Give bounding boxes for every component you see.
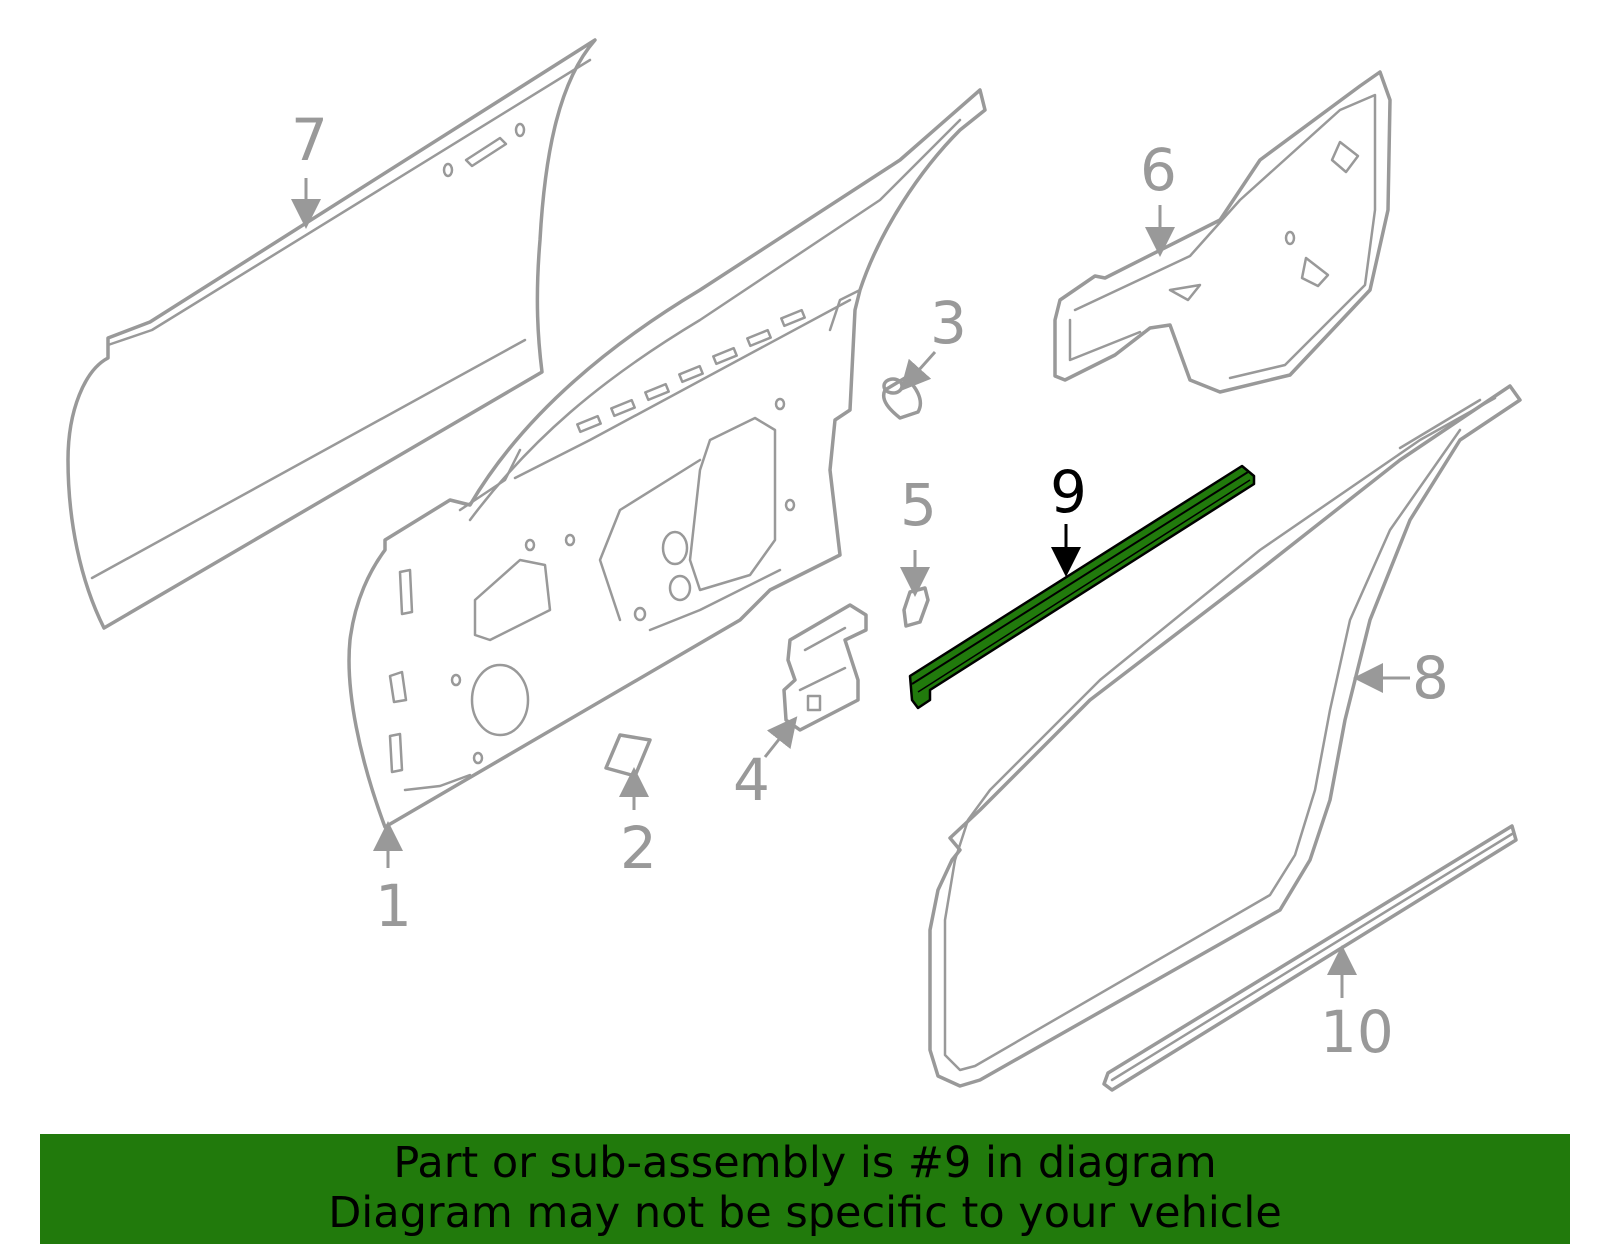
parts-diagram: 7 1 2 3 4 5 6 8 9 10 — [66, 38, 1522, 1092]
callout-arrows — [291, 178, 1410, 998]
callout-3: 3 — [930, 289, 967, 357]
callout-5: 5 — [900, 471, 937, 539]
part-8-weatherstrip — [928, 384, 1522, 1088]
part-7-outer-door-panel — [66, 38, 597, 630]
part-10-sill-strip — [1102, 824, 1518, 1092]
callout-4: 4 — [733, 746, 770, 814]
callout-9: 9 — [1050, 458, 1087, 526]
part-4-bracket — [782, 603, 868, 732]
part-3-plug — [882, 376, 923, 420]
banner-line-2: Diagram may not be specific to your vehi… — [328, 1188, 1282, 1238]
banner-line-1: Part or sub-assembly is #9 in diagram — [393, 1138, 1217, 1188]
callout-6: 6 — [1140, 136, 1177, 204]
callout-2: 2 — [620, 814, 657, 882]
part-2-plate — [604, 733, 652, 778]
callout-7: 7 — [291, 106, 328, 174]
callout-1: 1 — [375, 872, 412, 940]
part-1-door-shell — [347, 88, 987, 829]
callout-8: 8 — [1412, 644, 1449, 712]
part-6-inner-trim-panel — [1053, 70, 1392, 394]
callout-10: 10 — [1320, 998, 1394, 1066]
part-9-belt-molding-highlighted — [908, 464, 1256, 710]
info-banner: Part or sub-assembly is #9 in diagram Di… — [40, 1134, 1570, 1244]
part-5-clip — [902, 586, 930, 628]
